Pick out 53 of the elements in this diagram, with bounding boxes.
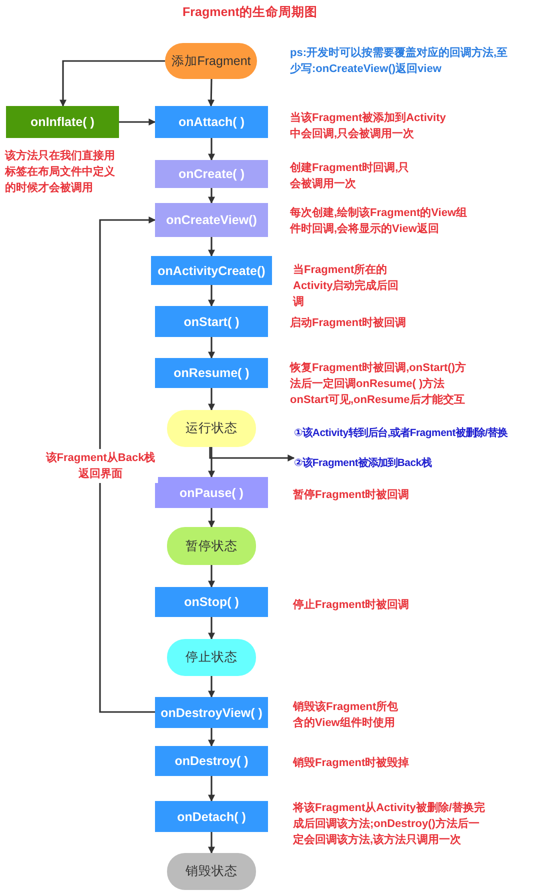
- note-text: 当Fragment所在的Activity启动完成后回调: [293, 262, 400, 310]
- arrow: [119, 118, 156, 126]
- note-text: 销毁该Fragment所包含的View组件时使用: [293, 700, 400, 731]
- arrow: [208, 237, 215, 257]
- arrow: [208, 832, 215, 854]
- method-box: onPause( ): [155, 477, 268, 508]
- state-pill: 停止状态: [167, 639, 256, 676]
- note-text: ②该Fragment被添加到Back栈: [294, 456, 432, 470]
- note-text: 每次创建,绘制该Fragment的View组件时回调,会将显示的View返回: [290, 206, 468, 237]
- note-text: 当该Fragment被添加到Activity中会回调,只会被调用一次: [290, 110, 447, 142]
- arrow: [208, 617, 215, 640]
- arrow: [208, 285, 215, 307]
- state-pill: 销毁状态: [167, 853, 256, 890]
- state-pill: 添加Fragment: [165, 43, 257, 79]
- arrow: [208, 337, 215, 359]
- arrow: [208, 728, 215, 747]
- arrow: [208, 508, 215, 528]
- state-pill: 暂停状态: [167, 527, 256, 565]
- arrow: [99, 216, 156, 713]
- method-box: onDetach( ): [155, 801, 268, 832]
- title-text: Fragment的生命周期图: [182, 4, 318, 20]
- arrow: [208, 676, 215, 698]
- note-text: 将该Fragment从Activity被删除/替换完成后回调该方法;onDestroy()方法后一定会回调该方法,该方法只调用一次: [293, 800, 486, 848]
- note-text: 销毁Fragment时被毁掉: [293, 756, 410, 771]
- method-box: onDestroy( ): [155, 746, 268, 776]
- method-box: onStop( ): [155, 587, 268, 617]
- arrow: [208, 776, 215, 802]
- note-text: 该方法只在我们直接用标签在布局文件中定义的时候才会被调用: [5, 148, 116, 196]
- state-pill: 运行状态: [167, 410, 256, 447]
- arrow: [208, 447, 215, 478]
- arrow: [208, 388, 215, 411]
- edge-label: 该Fragment从Back栈返回界面: [43, 449, 158, 483]
- method-box: onResume( ): [155, 358, 268, 388]
- note-text: ps:开发时可以按需要覆盖对应的回调方法,至少写:onCreateView()返回view: [290, 45, 509, 77]
- method-box: onStart( ): [155, 306, 268, 337]
- note-text: 暂停Fragment时被回调: [293, 488, 410, 503]
- note-text: 创建Fragment时回调,只会被调用一次: [290, 160, 410, 192]
- arrow: [208, 138, 215, 161]
- arrow: [209, 447, 295, 462]
- note-text: 启动Fragment时被回调: [290, 316, 408, 331]
- arrow: [60, 60, 165, 107]
- method-box: onCreate( ): [155, 160, 268, 188]
- method-box: onDestroyView( ): [155, 697, 268, 728]
- method-box: onActivityCreate(): [151, 256, 272, 285]
- method-box: onInflate( ): [6, 106, 119, 138]
- arrow: [208, 78, 215, 107]
- note-text: ①该Activity转到后台,或者Fragment被删除/替换: [294, 426, 508, 440]
- note-text: 停止Fragment时被回调: [293, 598, 410, 613]
- arrow: [208, 565, 215, 588]
- method-box: onAttach( ): [155, 106, 268, 138]
- note-text: 恢复Fragment时被回调,onStart()方法后一定回调onResume( )方法onStart可见,onResume后才能交互: [290, 360, 467, 408]
- arrow: [208, 188, 215, 204]
- method-box: onCreateView(): [155, 203, 268, 237]
